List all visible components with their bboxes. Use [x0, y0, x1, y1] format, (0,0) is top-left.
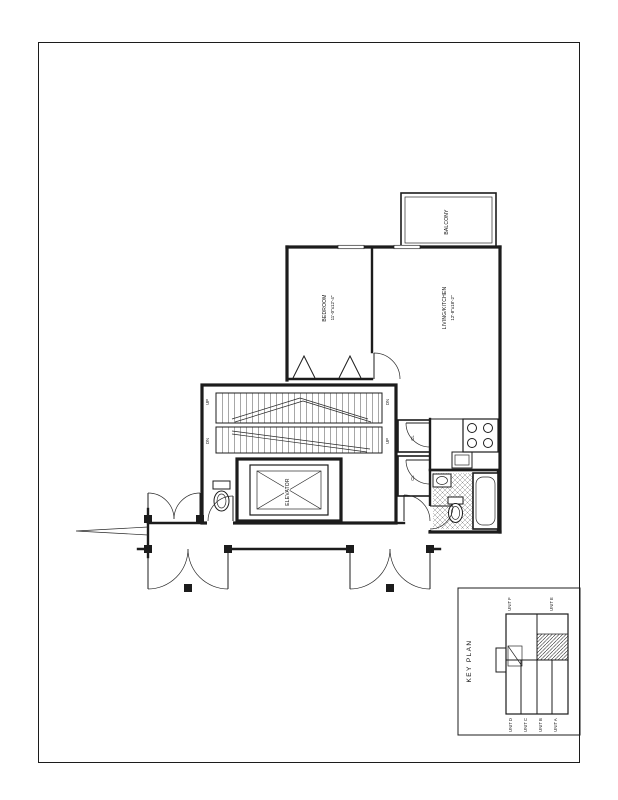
closet-1-door-swing — [405, 422, 431, 448]
jamb-post — [346, 545, 354, 553]
stove-burner — [467, 423, 477, 433]
jamb-post — [386, 584, 394, 592]
bedroom-dimensions: 11'-0"x12'-4" — [330, 295, 335, 320]
stair-core: UP DN DN UP — [200, 383, 398, 525]
stair-down-label-right: DN — [385, 399, 390, 405]
key-plan: KEY PLAN UNIT F UNIT E UNIT D UNIT C UNI… — [457, 587, 581, 736]
bathroom-door-swing — [429, 505, 454, 530]
kitchen-sink-basin — [454, 454, 470, 466]
corridor-door-swing-right-1 — [349, 548, 391, 590]
elevator-shaft — [235, 457, 343, 523]
balcony-railing — [404, 196, 493, 244]
key-plan-elevator — [507, 645, 523, 667]
elevator-cab-inner — [256, 470, 322, 510]
bedroom-door-swing — [373, 352, 401, 380]
jamb-post — [184, 584, 192, 592]
wc-room — [207, 480, 234, 527]
jamb-post — [144, 515, 152, 523]
window-1 — [337, 244, 365, 250]
key-plan-unit-d-label: UNIT D — [508, 718, 513, 732]
toilet-bowl — [213, 490, 230, 512]
living-kitchen: LIVING/KITCHEN 12'-8"x18'-2" — [442, 287, 455, 330]
window-2 — [393, 244, 421, 250]
elevator-x-mark — [256, 470, 322, 510]
kitchen — [428, 417, 499, 472]
bifold-closet-door-1 — [292, 354, 316, 379]
stove — [462, 418, 499, 453]
key-plan-unit-c-label: UNIT C — [523, 718, 528, 732]
key-plan-highlighted-unit — [536, 633, 569, 661]
kitchen-sink — [451, 451, 473, 469]
key-plan-title: KEY PLAN — [466, 640, 473, 683]
bathroom-toilet-tank — [447, 496, 464, 505]
wc-door-swing — [207, 495, 234, 522]
bathtub-inner — [475, 476, 496, 526]
key-plan-unit-a-label: UNIT A — [553, 718, 558, 732]
stair-core-walls — [200, 383, 398, 525]
jamb-post — [426, 545, 434, 553]
key-plan-unit-b-label: UNIT B — [538, 718, 543, 732]
key-plan-elevator-diagonal — [507, 645, 523, 667]
stair-direction-lines-lower — [231, 430, 371, 453]
entry-door-swing — [403, 494, 431, 522]
stair-up-label-right: UP — [385, 438, 390, 444]
jamb-post — [196, 515, 204, 523]
bifold-closet-door-2 — [338, 354, 362, 379]
hall-closets: CL CL — [397, 419, 431, 497]
living-kitchen-label: LIVING/KITCHEN — [442, 287, 448, 330]
page-border — [38, 42, 580, 763]
corridor-door-swing-left-1 — [147, 548, 189, 590]
corridor-door-swing-left-2 — [187, 548, 229, 590]
stair-up-label-left: UP — [205, 399, 210, 405]
stair-upper-run — [215, 392, 383, 424]
corridor-extension-lines — [75, 526, 149, 536]
key-plan-core — [495, 647, 507, 673]
stair-down-label-left: DN — [205, 438, 210, 444]
bedroom: BEDROOM 11'-0"x12'-4" — [285, 245, 401, 381]
bedroom-label: BEDROOM — [322, 294, 328, 321]
lobby-door-swing-left — [147, 492, 175, 520]
toilet-bowl-inner — [216, 493, 227, 509]
unit-exterior-walls — [285, 244, 502, 534]
elevator: ELEVATOR — [235, 457, 343, 523]
key-plan-unit-f-label: UNIT F — [507, 597, 512, 611]
toilet-tank — [212, 480, 231, 490]
bathroom-toilet-bowl — [448, 503, 463, 523]
balcony: BALCONY — [400, 192, 497, 248]
closet-2-label: CL — [410, 475, 415, 481]
bathroom-toilet-bowl-inner — [450, 506, 461, 520]
closet-1-label: CL — [410, 435, 415, 441]
key-plan-dividers-bottom — [520, 660, 553, 714]
unit-entry — [394, 494, 431, 525]
elevator-label: ELEVATOR — [285, 478, 291, 506]
stair-direction-lines-upper — [231, 397, 372, 423]
bathroom-sink-basin — [436, 476, 448, 485]
balcony-label: BALCONY — [444, 209, 450, 235]
corridor-door-swing-right-2 — [389, 548, 431, 590]
elevator-cab — [249, 464, 329, 516]
stove-burner — [483, 438, 493, 448]
living-kitchen-dimensions: 12'-8"x18'-2" — [450, 295, 455, 321]
closet-2-door-swing — [405, 459, 431, 485]
jamb-post — [224, 545, 232, 553]
key-plan-unit-e-label: UNIT E — [549, 597, 554, 611]
key-plan-border — [457, 587, 581, 736]
jamb-post — [144, 545, 152, 553]
stove-burner — [467, 438, 477, 448]
corridor — [75, 492, 442, 592]
bathroom — [428, 468, 502, 534]
wc-door-opening — [207, 519, 233, 527]
lobby-door-swing-right — [173, 492, 201, 520]
stove-burner — [483, 423, 493, 433]
